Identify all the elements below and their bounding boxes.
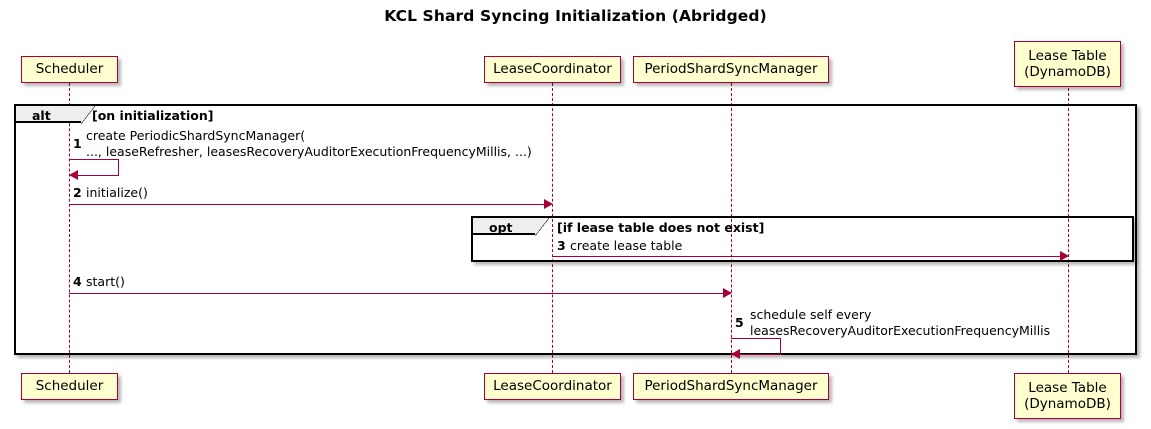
participant-label: LeaseCoordinator [493, 378, 612, 395]
participant-scheduler-bottom[interactable]: Scheduler [21, 373, 118, 400]
fragment-opt-tab [473, 218, 535, 235]
message-5-text: schedule self every leasesRecoveryAudito… [750, 307, 1050, 338]
fragment-alt-tab-corner-line [81, 106, 95, 124]
fragment-opt-label: opt [489, 220, 513, 235]
message-2-line [69, 204, 546, 205]
message-4-line [69, 293, 725, 294]
participant-label-line1: Lease Table [1028, 379, 1107, 396]
fragment-alt [14, 104, 1137, 355]
participant-label-line2: (DynamoDB) [1024, 396, 1111, 412]
participant-label-line2: (DynamoDB) [1024, 64, 1111, 80]
message-5-arrow-head [731, 349, 740, 359]
message-4-arrow-head [723, 288, 732, 298]
message-1-text: create PeriodicShardSyncManager( ..., le… [86, 128, 532, 159]
message-1-line1: create PeriodicShardSyncManager( [86, 128, 306, 143]
participant-lease-coordinator-top[interactable]: LeaseCoordinator [484, 56, 621, 83]
fragment-alt-tab [16, 106, 81, 123]
message-5-number: 5 [735, 315, 744, 330]
participant-label: PeriodShardSyncManager [644, 378, 818, 395]
participant-label: Scheduler [35, 378, 104, 395]
message-2-arrow-head [544, 199, 553, 209]
message-3-text: create lease table [570, 238, 682, 254]
participant-period-shard-sync-manager-top[interactable]: PeriodShardSyncManager [633, 56, 829, 83]
message-4-number: 4 [73, 274, 82, 289]
message-2-line1: initialize() [86, 185, 148, 200]
lifeline-scheduler [69, 83, 70, 373]
message-1-line2: ..., leaseRefresher, leasesRecoveryAudit… [86, 143, 532, 159]
message-1-arrow-head [69, 170, 78, 180]
message-1-number: 1 [73, 136, 82, 151]
participant-scheduler-top[interactable]: Scheduler [21, 56, 118, 83]
fragment-opt-tab-corner-line [535, 218, 549, 236]
diagram-title: KCL Shard Syncing Initialization (Abridg… [384, 7, 767, 25]
message-5-selfcall-box [731, 338, 781, 355]
message-2-number: 2 [73, 185, 82, 200]
message-1-selfcall-box [69, 159, 119, 176]
message-3-arrow-head [1060, 251, 1069, 261]
fragment-opt [471, 216, 1134, 262]
participant-label: LeaseCoordinator [493, 61, 612, 78]
fragment-opt-condition: [if lease table does not exist] [557, 220, 765, 235]
participant-label-line1: Lease Table [1028, 47, 1107, 64]
participant-period-shard-sync-manager-bottom[interactable]: PeriodShardSyncManager [633, 373, 829, 400]
message-3-line [552, 256, 1060, 257]
message-4-text: start() [86, 274, 125, 290]
message-4-line1: start() [86, 274, 125, 289]
lifeline-period-shard-sync-manager [731, 83, 732, 373]
fragment-alt-condition: [on initialization] [92, 108, 214, 123]
message-2-text: initialize() [86, 185, 148, 201]
lifeline-lease-table [1068, 88, 1069, 373]
participant-lease-table-bottom[interactable]: Lease Table (DynamoDB) [1014, 373, 1121, 419]
fragment-alt-label: alt [32, 108, 51, 123]
lifeline-lease-coordinator [552, 83, 553, 373]
message-3-number: 3 [557, 238, 566, 253]
participant-lease-coordinator-bottom[interactable]: LeaseCoordinator [484, 373, 621, 400]
participant-label: PeriodShardSyncManager [644, 61, 818, 78]
message-5-line2: leasesRecoveryAuditorExecutionFrequencyM… [750, 322, 1051, 338]
participant-lease-table-top[interactable]: Lease Table (DynamoDB) [1014, 41, 1121, 87]
message-5-line1: schedule self every [750, 307, 872, 322]
message-3-line1: create lease table [570, 238, 683, 253]
participant-label: Scheduler [35, 61, 104, 78]
